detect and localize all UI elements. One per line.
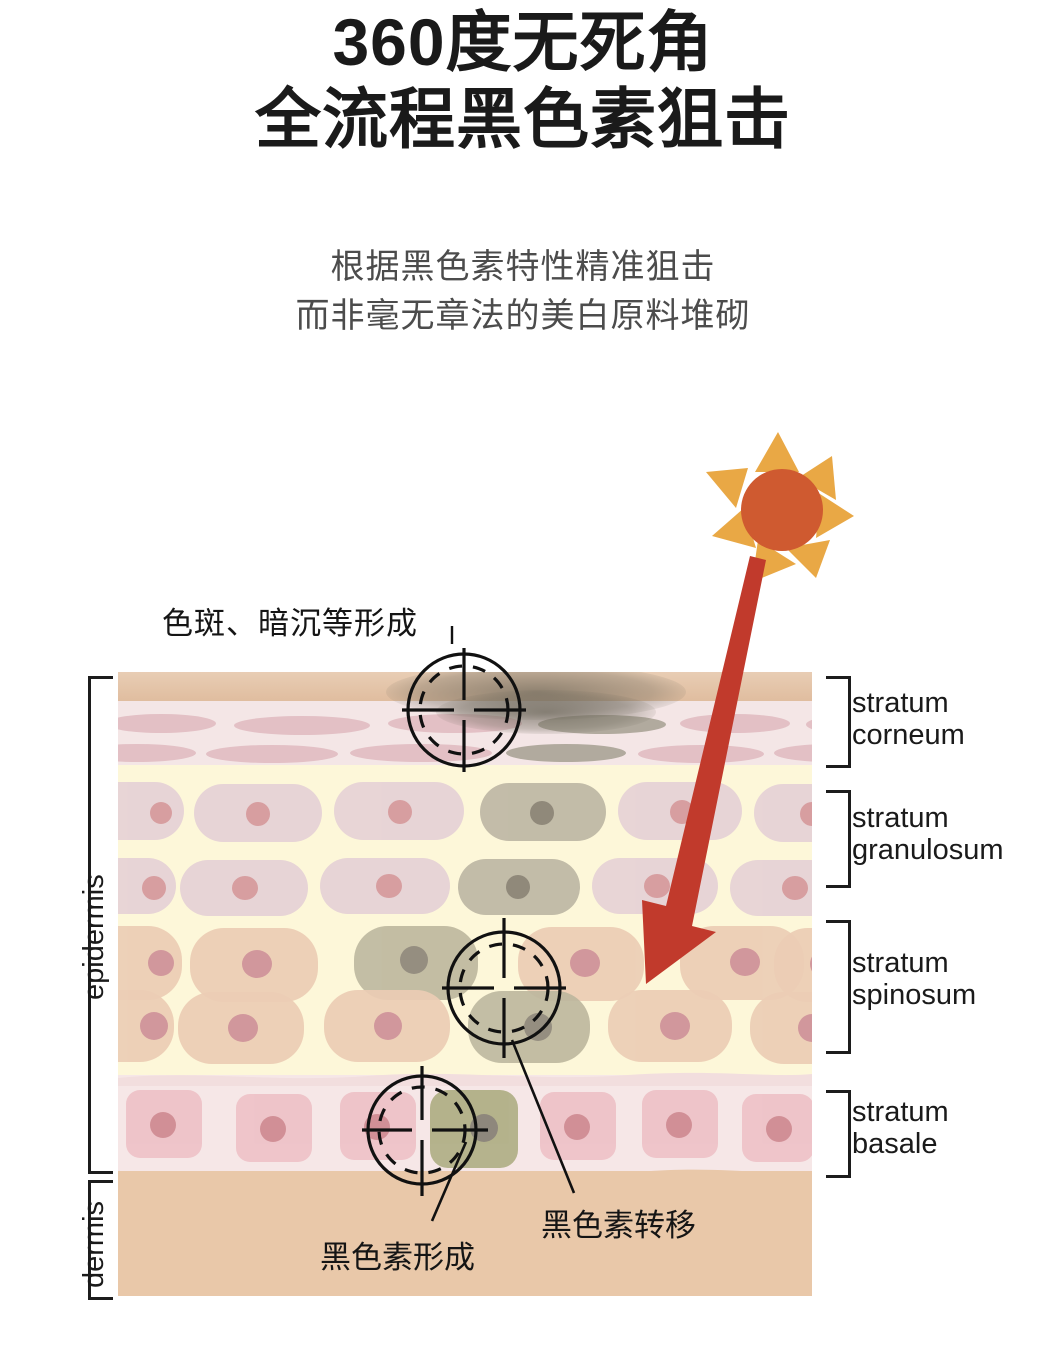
corneum-cell (234, 716, 370, 735)
corneum-cell (638, 745, 764, 763)
basale-cell (340, 1092, 416, 1160)
spinosum-cell (324, 990, 450, 1062)
boundary-spinosum-basale (118, 1072, 812, 1086)
label-line-1: stratum (852, 687, 949, 719)
granulosum-cell (592, 858, 718, 914)
label-stratum-granulosum: stratum granulosum (852, 802, 1004, 867)
corneum-cell (806, 715, 812, 734)
subtitle-line-2: 而非毫无章法的美白原料堆砌 (295, 297, 751, 336)
label-stratum-corneum: stratum corneum (852, 687, 965, 752)
label-line-1: stratum (852, 947, 949, 979)
spinosum-cell (518, 927, 644, 1001)
bracket-stratum-basale (826, 1090, 851, 1178)
granulosum-cell (618, 782, 742, 840)
label-line-2: corneum (852, 719, 965, 752)
pigment-spot-smudge (436, 690, 656, 734)
melanocyte-cell (430, 1090, 518, 1168)
granulosum-cell (118, 782, 184, 840)
spinosum-cell (178, 992, 304, 1064)
label-dermis: dermis (78, 1200, 110, 1288)
corneum-cell (206, 745, 338, 763)
granulosum-cell (118, 858, 176, 914)
corneum-cell (680, 714, 790, 733)
corneum-cell (350, 744, 492, 762)
title-line-1: 360度无死角 (332, 5, 714, 79)
granulosum-cell (180, 860, 308, 916)
granulosum-cell-melanized (480, 783, 606, 841)
basale-cell (642, 1090, 718, 1158)
spinosum-cell (118, 990, 174, 1062)
granulosum-cell (334, 782, 464, 840)
basale-cell (236, 1094, 312, 1162)
page-subtitle: 根据黑色素特性精准狙击 而非毫无章法的美白原料堆砌 (0, 243, 1046, 342)
title-line-2: 全流程黑色素狙击 (255, 81, 791, 156)
spinosum-cell (750, 992, 812, 1064)
basale-cell (742, 1094, 812, 1162)
spinosum-cell-melanized (354, 926, 478, 1000)
skin-cross-section-diagram (118, 672, 812, 1296)
granulosum-cell-melanized (458, 859, 580, 915)
label-stratum-basale: stratum basale (852, 1096, 949, 1161)
basale-cell (540, 1092, 616, 1160)
label-line-2: granulosum (852, 834, 1004, 867)
label-line-1: stratum (852, 802, 949, 834)
sun-icon (706, 432, 854, 582)
annotation-melanin-formation: 黑色素形成 (320, 1240, 475, 1275)
label-epidermis: epidermis (78, 874, 110, 1000)
spinosum-cell (190, 928, 318, 1002)
bracket-stratum-granulosum (826, 790, 851, 888)
spinosum-cell-melanized (468, 991, 590, 1063)
granulosum-cell (194, 784, 322, 842)
spinosum-cell (118, 926, 182, 1000)
spinosum-cell (608, 990, 732, 1062)
label-line-2: basale (852, 1128, 938, 1161)
basale-cell (126, 1090, 202, 1158)
corneum-cell (774, 744, 812, 762)
label-line-1: stratum (852, 1096, 949, 1128)
page-title: 360度无死角 全流程黑色素狙击 (0, 6, 1046, 155)
bracket-epidermis (88, 676, 113, 1174)
corneum-cell (118, 744, 196, 762)
annotation-melanin-transfer: 黑色素转移 (541, 1208, 696, 1243)
annotation-pigment-formation-surface: 色斑、暗沉等形成 (162, 606, 418, 641)
granulosum-cell (754, 784, 812, 842)
granulosum-cell (320, 858, 450, 914)
bracket-dermis (88, 1180, 113, 1300)
label-line-2: spinosum (852, 979, 977, 1012)
bracket-stratum-corneum (826, 676, 851, 768)
bracket-stratum-spinosum (826, 920, 851, 1054)
granulosum-cell (730, 860, 812, 916)
subtitle-line-1: 根据黑色素特性精准狙击 (330, 248, 716, 286)
label-stratum-spinosum: stratum spinosum (852, 947, 976, 1012)
corneum-cell (118, 714, 216, 733)
corneum-cell-melanized (506, 744, 626, 762)
